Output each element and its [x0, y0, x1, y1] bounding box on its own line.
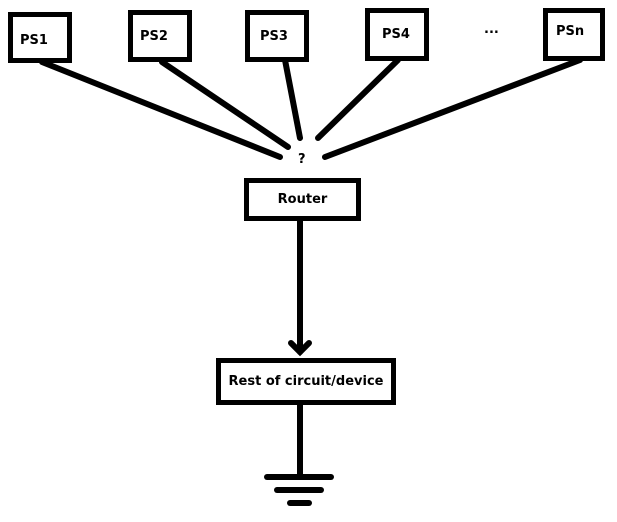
load-box: Rest of circuit/device: [216, 358, 396, 405]
ps4-label: PS4: [382, 27, 410, 42]
load-label: Rest of circuit/device: [228, 374, 384, 389]
arrowhead-icon: [288, 340, 312, 357]
ps2-label: PS2: [140, 28, 168, 44]
power-source-psn: PSn: [543, 8, 605, 61]
ellipsis-label: ...: [484, 22, 499, 37]
psn-label: PSn: [556, 24, 585, 39]
power-source-ps2: PS2: [128, 10, 192, 62]
power-source-ps1: PS1: [8, 12, 72, 63]
ps3-label: PS3: [260, 28, 288, 44]
edge-ps3-junction: [282, 57, 303, 141]
router-label: Router: [277, 192, 328, 207]
edge-ps2-junction: [159, 59, 291, 150]
ps1-label: PS1: [20, 33, 48, 48]
junction-question-mark: ?: [298, 152, 306, 167]
router-box: Router: [244, 178, 361, 221]
power-source-ps4: PS4: [365, 8, 429, 61]
edge-psn-junction: [322, 57, 583, 160]
power-source-ps3: PS3: [245, 10, 309, 62]
edge-ps1-junction: [39, 59, 283, 160]
edge-ps4-junction: [315, 57, 401, 141]
